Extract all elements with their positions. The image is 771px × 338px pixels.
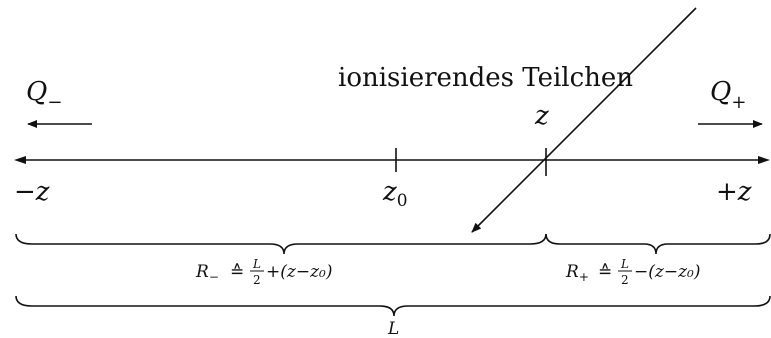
r-plus-frac-den: 2 [621,273,629,287]
total-length-label: L [387,319,399,338]
r-plus-frac-num: L [620,257,629,271]
z-position-label: z [534,101,549,131]
svg-text:R+: R+ [565,262,589,284]
total-length-brace [15,295,771,317]
r-minus-frac-num: L [252,257,261,271]
r-minus-brace [15,233,547,255]
r-minus-label: R− ≙ L 2 +(z−z₀) [195,257,332,287]
q-minus-sub: − [47,92,62,113]
r-minus-base: R [195,262,209,282]
q-minus-base: Q [26,77,47,107]
r-plus-eq: ≙ [598,262,612,282]
plus-z-label: +z [716,177,752,207]
r-minus-rest: +(z−z₀) [266,262,332,282]
q-minus-label: Q− [26,77,62,113]
r-plus-brace [545,233,771,255]
r-plus-rest: −(z−z₀) [634,262,700,282]
axis-right-arrowhead [758,156,770,164]
minus-z-label: −z [14,177,50,207]
r-minus-eq: ≙ [230,262,244,282]
z0-base: z [382,177,397,207]
z0-sub: 0 [397,191,408,211]
q-plus-sub: + [731,92,746,113]
r-plus-base: R [565,262,579,282]
z0-label: z0 [382,177,408,211]
r-minus-sub: − [209,270,219,284]
axis-left-arrowhead [14,156,26,164]
q-plus-base: Q [710,77,731,107]
q-plus-label: Q+ [710,77,746,113]
r-plus-label: R+ ≙ L 2 −(z−z₀) [565,257,700,287]
particle-track [471,7,697,233]
r-minus-frac-den: 2 [253,273,261,287]
particle-label: ionisierendes Teilchen [338,63,633,93]
r-plus-sub: + [579,270,589,284]
svg-text:R−: R− [195,262,219,284]
